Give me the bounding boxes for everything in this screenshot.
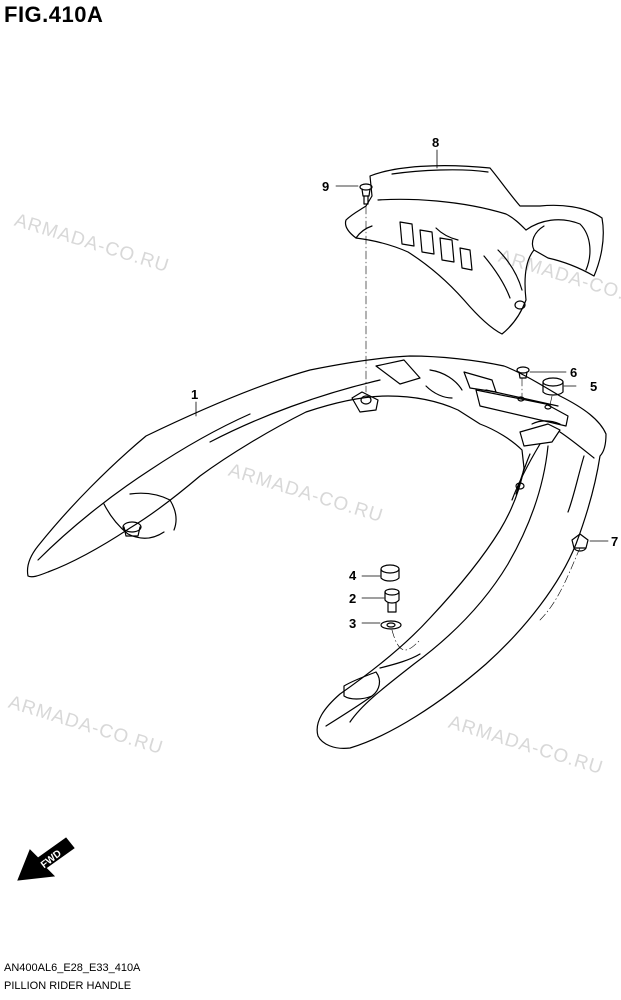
handle-part <box>26 355 607 749</box>
screw-part-9 <box>359 183 373 205</box>
screw-part-6 <box>516 366 530 379</box>
callout-5: 5 <box>590 379 598 394</box>
cushion-part-4 <box>380 564 400 582</box>
callout-9: 9 <box>322 179 330 194</box>
leader-lines <box>195 149 609 624</box>
cover-part <box>344 165 604 335</box>
callout-2: 2 <box>349 591 357 606</box>
nut-part-7 <box>571 533 589 552</box>
figure-title: FIG.410A <box>4 2 104 27</box>
callout-6: 6 <box>570 365 578 380</box>
callout-4: 4 <box>349 568 357 583</box>
figure-code: AN400AL6_E28_E33_410A <box>4 962 141 974</box>
washer-part-3 <box>380 620 402 630</box>
callout-7: 7 <box>611 534 619 549</box>
callout-8: 8 <box>432 135 440 150</box>
callout-1: 1 <box>191 387 199 402</box>
cushion-part-5 <box>542 377 564 396</box>
callout-3: 3 <box>349 616 357 631</box>
bolt-part-2 <box>384 588 400 613</box>
dash-dot-lines <box>365 205 581 651</box>
fwd-arrow-icon <box>17 837 75 881</box>
figure-caption: PILLION RIDER HANDLE <box>4 980 132 992</box>
